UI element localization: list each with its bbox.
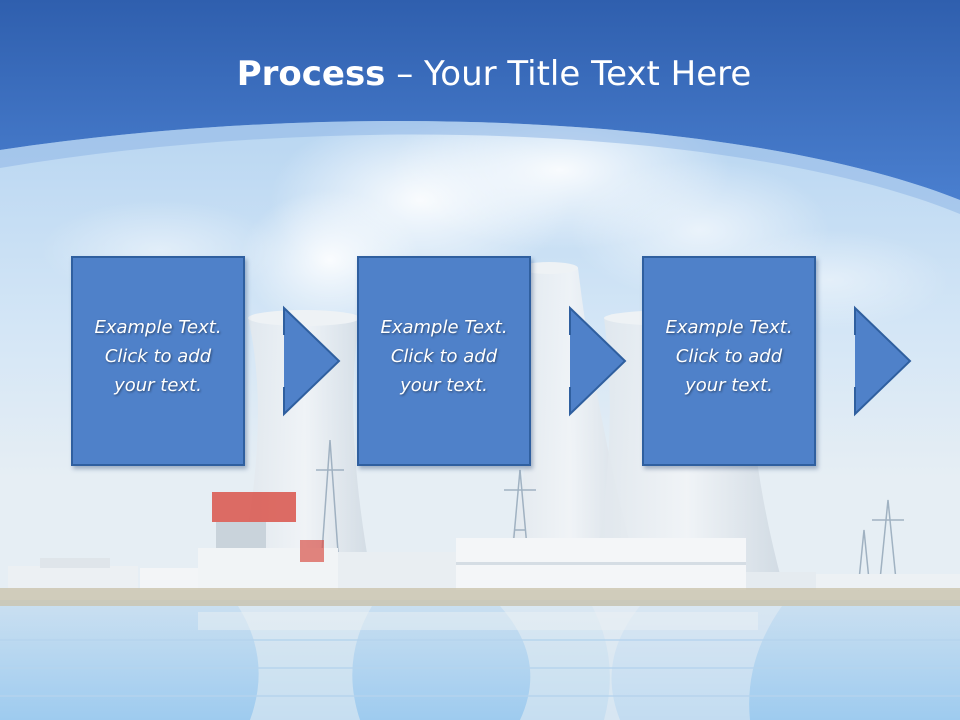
process-arrow-3-icon <box>854 305 912 417</box>
title-bold-text: Process <box>236 54 386 94</box>
process-step-3-box[interactable]: Example Text. Click to add your text. <box>642 256 816 466</box>
process-arrow-1-icon <box>283 305 341 417</box>
process-step-2-box[interactable]: Example Text. Click to add your text. <box>357 256 531 466</box>
slide-title[interactable]: Process – Your Title Text Here <box>0 52 960 96</box>
title-rest-text: – Your Title Text Here <box>385 54 752 94</box>
process-step-1-box[interactable]: Example Text. Click to add your text. <box>71 256 245 466</box>
process-step-3-text[interactable]: Example Text. Click to add your text. <box>665 317 793 396</box>
process-arrow-2-icon <box>569 305 627 417</box>
process-step-2-text[interactable]: Example Text. Click to add your text. <box>380 317 508 396</box>
process-step-1-text[interactable]: Example Text. Click to add your text. <box>94 317 222 396</box>
